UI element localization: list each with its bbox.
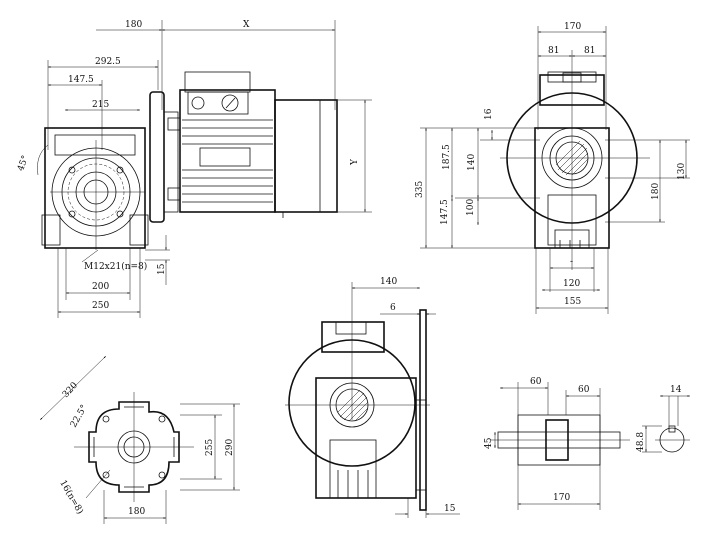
side-view: 180 X 292.5 147.5 215 45° bbox=[16, 20, 372, 318]
front-view: 170 81 81 335 187.5 147.5 bbox=[415, 22, 690, 314]
dim-200: 200 bbox=[92, 282, 109, 292]
dim-170: 170 bbox=[564, 22, 581, 32]
dim-angle-22-5: 22.5° bbox=[69, 403, 90, 429]
dim-147-5-front: 147.5 bbox=[440, 199, 450, 225]
dim-250: 250 bbox=[92, 301, 109, 311]
dim-81-left: 81 bbox=[548, 46, 559, 56]
dim-180-flange: 180 bbox=[128, 507, 145, 517]
dim-180-front: 180 bbox=[651, 183, 661, 200]
flange-outline bbox=[88, 401, 180, 493]
dim-155: 155 bbox=[564, 297, 581, 307]
dim-215: 215 bbox=[92, 100, 109, 110]
holes-label: 16(n=8) bbox=[57, 478, 85, 516]
dim-292-5: 292.5 bbox=[95, 57, 121, 67]
dim-15-bottom: 15 bbox=[444, 504, 456, 514]
dim-60-left: 60 bbox=[530, 377, 542, 387]
dim-y: Y bbox=[350, 158, 360, 166]
thread-label: M12x21(n=8) bbox=[84, 261, 147, 272]
dim-147-5: 147.5 bbox=[68, 75, 94, 85]
dim-16: 16 bbox=[484, 108, 494, 120]
dim-60-right: 60 bbox=[578, 385, 590, 395]
flange-plate bbox=[149, 91, 165, 223]
cooling-fins bbox=[182, 119, 273, 203]
key-view: 14 48.8 bbox=[636, 385, 690, 453]
dim-255: 255 bbox=[205, 439, 215, 456]
motor-top-box bbox=[539, 74, 605, 106]
cable-gland-icon bbox=[191, 96, 205, 110]
motor-box-bottom bbox=[321, 321, 385, 353]
shaft-view: 60 60 45 170 bbox=[484, 377, 630, 510]
fan-cover bbox=[274, 99, 338, 213]
dim-45: 45 bbox=[484, 437, 494, 449]
nameplate bbox=[199, 147, 251, 167]
dim-130: 130 bbox=[677, 163, 687, 180]
dim-320: 320 bbox=[61, 381, 80, 401]
dim-14: 14 bbox=[670, 385, 682, 395]
gearbox-bottom bbox=[315, 377, 417, 499]
dim-x: X bbox=[243, 20, 250, 30]
dim-120: 120 bbox=[563, 279, 580, 289]
dim-angle-45: 45° bbox=[16, 154, 31, 172]
dim-dash: - bbox=[570, 257, 573, 267]
terminal-box bbox=[184, 71, 251, 93]
dim-81-right: 81 bbox=[584, 46, 595, 56]
flange-view: 320 22.5° 16(n=8) 255 290 180 bbox=[39, 355, 240, 524]
gearbox-housing bbox=[44, 127, 146, 249]
dim-180: 180 bbox=[125, 20, 142, 30]
dim-187-5: 187.5 bbox=[442, 144, 452, 170]
dim-100: 100 bbox=[466, 199, 476, 216]
dim-290: 290 bbox=[225, 439, 235, 456]
dim-335: 335 bbox=[415, 181, 425, 198]
hatched-shaft bbox=[555, 140, 589, 176]
dim-6: 6 bbox=[390, 303, 396, 313]
bottom-front-view: 140 6 15 bbox=[285, 277, 460, 518]
dim-140-bottom: 140 bbox=[380, 277, 397, 287]
dim-140-front: 140 bbox=[467, 154, 477, 171]
dim-170-shaft: 170 bbox=[553, 493, 570, 503]
dim-15: 15 bbox=[157, 263, 167, 275]
flange-circle-bottom bbox=[288, 339, 416, 467]
dim-48-8: 48.8 bbox=[636, 432, 646, 452]
